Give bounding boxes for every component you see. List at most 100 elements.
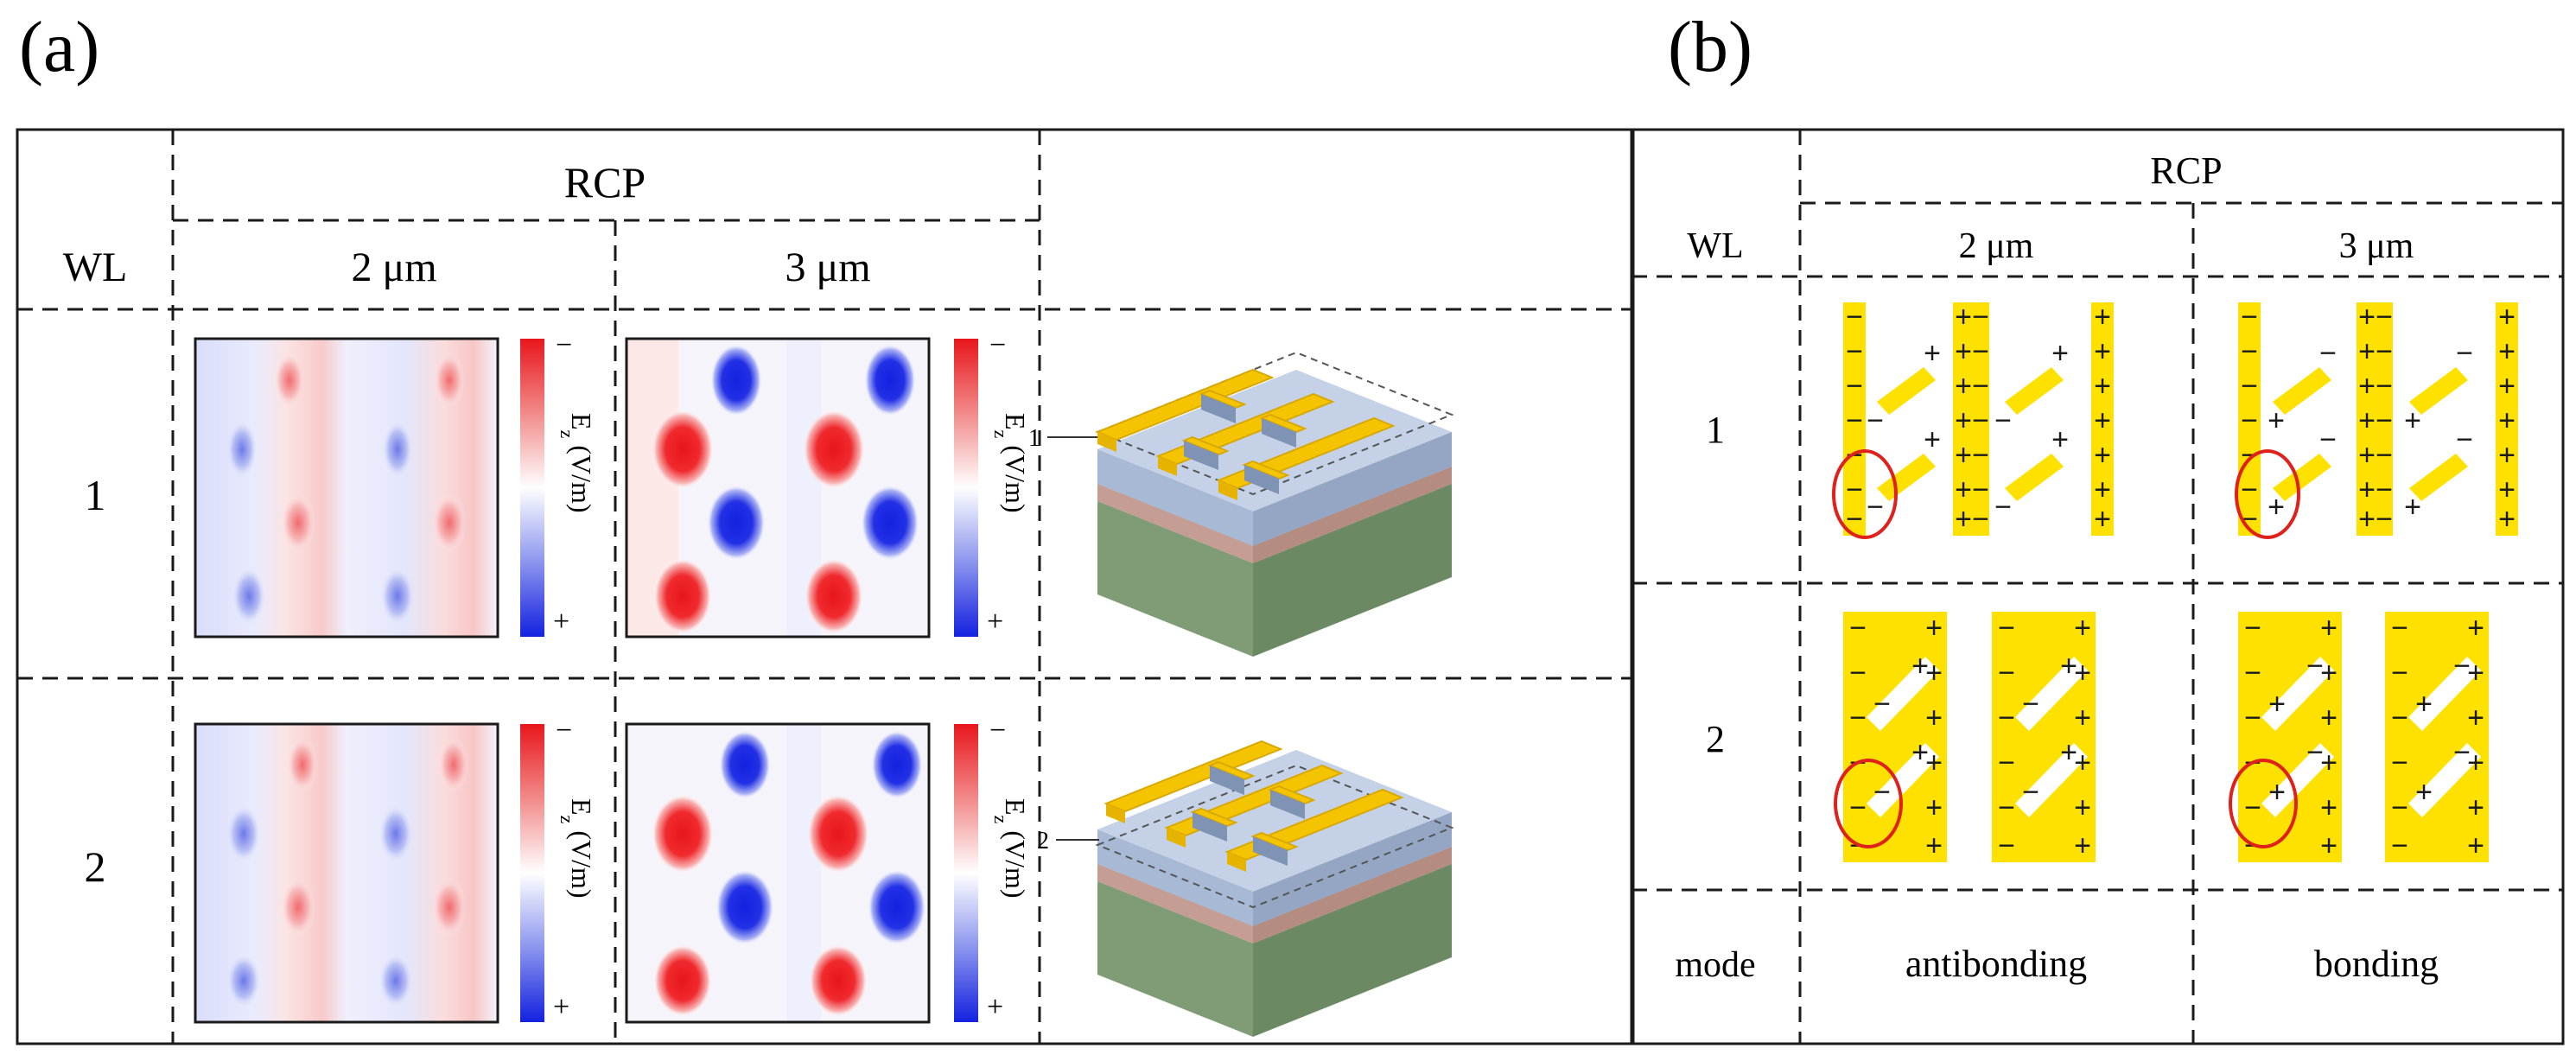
svg-text:−: −	[2376, 503, 2393, 536]
svg-text:−: −	[2391, 747, 2408, 779]
layer-label-2: 2	[1037, 828, 1049, 855]
svg-text:−: −	[1846, 335, 1863, 368]
svg-text:−: −	[2376, 301, 2393, 334]
colorbar-label: Ez (V/m)	[557, 413, 598, 513]
svg-text:+: +	[2060, 650, 2077, 683]
panel-a: (a) RCP WL 2 μm 3 μm 1 2	[16, 7, 1635, 1045]
svg-text:−: −	[1994, 404, 2012, 437]
svg-text:−: −	[989, 329, 1006, 361]
svg-text:+: +	[2320, 702, 2337, 734]
svg-text:−: −	[2241, 473, 2258, 506]
panel-a-row-2: 2	[85, 842, 106, 891]
panel-b-grid	[1631, 130, 2563, 1044]
svg-text:+: +	[2358, 473, 2376, 506]
svg-text:−: −	[1998, 829, 2015, 862]
panel-b: (b) RCP WL 2 μm 3 μm 1 2 mode antibondin…	[1630, 7, 2565, 1045]
svg-text:−: −	[2453, 736, 2471, 769]
svg-text:−: −	[1998, 747, 2015, 779]
svg-text:−: −	[1972, 503, 1989, 536]
svg-text:+: +	[1955, 335, 1972, 368]
svg-text:+: +	[2094, 370, 2111, 403]
svg-text:−: −	[2244, 702, 2261, 734]
svg-text:+: +	[2358, 370, 2376, 403]
svg-text:+: +	[2358, 301, 2376, 334]
panel-a-label: (a)	[19, 7, 99, 87]
svg-text:+: +	[1911, 650, 1929, 683]
svg-text:+: +	[2268, 776, 2286, 809]
panel-a-grid	[17, 130, 1633, 1044]
panel-a-row-1: 1	[85, 471, 106, 519]
svg-text:−: −	[1994, 491, 2012, 524]
charge-diagram-row2-2um: −−− −−− +++ +++ −−− −−− +++ +++ +− +− +−…	[1834, 612, 2096, 862]
svg-text:+: +	[2074, 829, 2091, 862]
charge-diagram-row1-3um: −−− −−−− +++ ++++ −−− −−−− +++ ++++ −+ −…	[2235, 301, 2518, 539]
svg-text:+: +	[2094, 301, 2111, 334]
svg-text:−: −	[1972, 370, 1989, 403]
svg-text:−: −	[1867, 404, 1884, 437]
svg-text:−: −	[1849, 657, 1867, 689]
svg-text:−: −	[1846, 473, 1863, 506]
svg-text:+: +	[2074, 791, 2091, 824]
layer-label-1: 1	[1028, 425, 1040, 452]
svg-text:−: −	[2453, 650, 2471, 683]
svg-text:+: +	[2415, 688, 2433, 721]
svg-text:−: −	[1867, 491, 1884, 524]
svg-text:−: −	[1846, 301, 1863, 334]
svg-text:−: −	[1849, 702, 1867, 734]
svg-text:−: −	[2306, 736, 2324, 769]
svg-text:+: +	[2358, 439, 2376, 472]
svg-text:+: +	[2498, 473, 2516, 506]
svg-text:+: +	[2498, 503, 2516, 536]
svg-text:+: +	[2320, 612, 2337, 645]
structure-3d-row2: 2	[1037, 740, 1454, 1037]
svg-text:+: +	[2268, 688, 2286, 721]
svg-text:−: −	[2391, 702, 2408, 734]
svg-text:−: −	[1972, 301, 1989, 334]
svg-text:−: −	[1873, 688, 1891, 721]
svg-text:+: +	[2498, 301, 2516, 334]
svg-text:−: −	[1873, 776, 1891, 809]
svg-text:+: +	[987, 606, 1003, 638]
field-map-row2-2um	[194, 722, 499, 1024]
panel-a-col-3um: 3 μm	[785, 245, 870, 290]
svg-text:+: +	[1925, 791, 1943, 824]
svg-text:+: +	[2094, 335, 2111, 368]
svg-text:+: +	[2320, 791, 2337, 824]
svg-text:+: +	[2051, 423, 2069, 456]
panel-b-frame	[1630, 128, 2565, 1045]
svg-text:+: +	[2358, 335, 2376, 368]
mode-antibonding: antibonding	[1905, 943, 2087, 985]
colorbar-row2-3um: − + Ez (V/m)	[954, 715, 1031, 1023]
svg-text:−: −	[1998, 612, 2015, 645]
svg-text:+: +	[2498, 439, 2516, 472]
svg-text:+: +	[1924, 337, 1941, 370]
panel-b-col-wl: WL	[1687, 226, 1743, 266]
svg-text:+: +	[1955, 473, 1972, 506]
panel-b-col-3um: 3 μm	[2339, 226, 2414, 266]
colorbar-row2-2um: − + Ez (V/m)	[520, 715, 597, 1023]
svg-text:+: +	[2467, 747, 2484, 779]
svg-text:−: −	[2391, 791, 2408, 824]
svg-text:+: +	[2498, 335, 2516, 368]
field-map-row1-2um	[194, 337, 499, 639]
svg-text:+: +	[2074, 612, 2091, 645]
svg-text:−: −	[1972, 335, 1989, 368]
svg-text:+: +	[2051, 337, 2069, 370]
highlight-circle	[1832, 449, 1898, 539]
svg-text:+: +	[1925, 747, 1943, 779]
svg-text:−: −	[1846, 370, 1863, 403]
panel-a-col-wl: WL	[63, 245, 128, 290]
svg-text:−: −	[2391, 657, 2408, 689]
svg-text:−: −	[2244, 612, 2261, 645]
svg-text:+: +	[1955, 503, 1972, 536]
svg-text:Ez (V/m): Ez (V/m)	[991, 413, 1032, 513]
svg-text:−: −	[2391, 612, 2408, 645]
field-map-row2-3um	[625, 722, 931, 1024]
svg-text:−: −	[2241, 301, 2258, 334]
svg-text:−: −	[1972, 439, 1989, 472]
svg-text:−: −	[1846, 503, 1863, 536]
svg-text:−: −	[556, 715, 572, 747]
panel-b-col-2um: 2 μm	[1959, 226, 2034, 266]
svg-text:−: −	[1972, 404, 1989, 437]
colorbar-row1-3um: − + Ez (V/m)	[954, 329, 1031, 638]
